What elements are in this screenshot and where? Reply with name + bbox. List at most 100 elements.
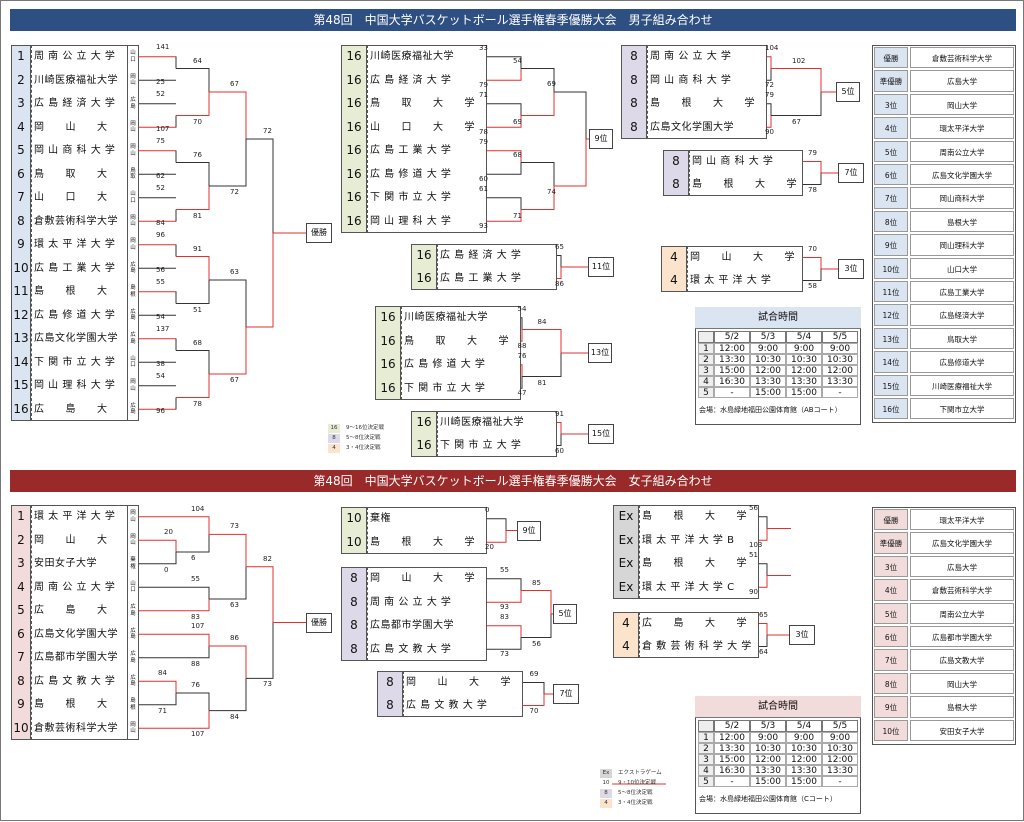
women-schedule-cell: 13:30 [714, 743, 750, 754]
women-r1-score: 107 [191, 622, 205, 631]
bracket-line [521, 68, 555, 92]
women-prefecture: 山口 [130, 580, 136, 594]
men-prefecture: 広島 [130, 97, 136, 110]
men-schedule-cell: 4 [698, 376, 714, 387]
men-c13-score: 47 [517, 389, 527, 398]
women-schedule-cell: 16:30 [714, 765, 750, 776]
men-seed: 12 [13, 307, 29, 322]
women-rank-label: 10位 [874, 719, 908, 741]
men-rank-label: 3位 [874, 93, 908, 116]
women-schedule-cell: 9:00 [822, 732, 858, 743]
men-rank-label: 8位 [874, 210, 908, 233]
men-prefecture: 広島 [130, 261, 136, 275]
women-c3-team-name: 広 島 大 学 [642, 618, 747, 629]
men-c13-result-box: 13位 [588, 343, 612, 363]
women-r1-score: 55 [191, 575, 200, 584]
men-rank-team: 周南公立大学 [910, 140, 1014, 162]
men-r1-score: 62 [156, 172, 165, 181]
women-schedule-date: 5/3 [750, 720, 786, 732]
women-schedule-cell: 13:30 [822, 765, 858, 776]
men-rank-label: 14位 [874, 351, 908, 373]
men-semi-score: 72 [263, 127, 272, 135]
bracket-line [139, 244, 177, 257]
men-r2-score: 64 [193, 56, 202, 65]
men-rank-team: 山口大学 [910, 257, 1014, 279]
bracket-line [522, 353, 562, 377]
men-rank-label: 15位 [874, 374, 908, 396]
men-c7-seed-column [663, 150, 689, 196]
women-r2-score: 84 [230, 712, 239, 721]
men-r3-score: 72 [230, 188, 239, 196]
women-prefecture: 岡山 [130, 510, 136, 523]
men-seed: 15 [13, 378, 29, 392]
men-team-name: 川崎医療福祉大学 [34, 74, 118, 86]
men-schedule-cell: 12:00 [714, 343, 750, 354]
bracket-line [803, 257, 822, 269]
bracket-line [139, 646, 210, 659]
women-team-name: 広 島 大 学 [34, 605, 139, 616]
bracket-line [557, 422, 562, 434]
women-c5-result-box: 5位 [553, 604, 577, 624]
women-legend-swatch: Ex [600, 769, 612, 778]
women-schedule-cell: 15:00 [750, 776, 786, 787]
men-c13-name-column [401, 306, 521, 400]
women-r1-score: 84 [158, 669, 167, 678]
men-r1-score: 137 [156, 324, 170, 333]
men-c16-team-name: 川崎医療福祉大学 [370, 51, 454, 62]
bracket-line [139, 680, 177, 693]
men-prefecture: 鳥取 [130, 167, 136, 181]
women-seed: 10 [13, 720, 29, 735]
men-seed: 5 [17, 143, 25, 157]
men-r1-score: 54 [156, 313, 165, 322]
women-schedule-date: 5/2 [714, 720, 750, 732]
men-c16-seed: 16 [346, 49, 362, 63]
women-schedule-cell: 12:00 [750, 754, 786, 765]
men-legend-swatch: 16 [328, 424, 340, 433]
bracket-line [521, 92, 555, 116]
bracket-line [139, 633, 210, 646]
women-seed: 7 [17, 650, 25, 664]
bracket-line [246, 233, 274, 328]
women-c7-team-name: 広 島 文 教 大 学 [406, 700, 488, 711]
men-r1-score: 96 [156, 230, 165, 239]
men-rank-team: 鳥取大学 [910, 327, 1014, 350]
men-team-name: 環 太 平 洋 大 学 [34, 239, 116, 250]
men-rank-team: 川崎医療福祉大学 [910, 374, 1014, 396]
women-c7-team-name: 岡 山 大 学 [406, 677, 511, 688]
bracket-line [557, 255, 562, 267]
men-c5-seed: 8 [630, 49, 638, 63]
men-c11-seed-column [411, 244, 437, 290]
bracket-line [803, 269, 822, 281]
women-c7-seed-column [377, 671, 403, 717]
men-seed: 2 [17, 72, 25, 87]
men-c16-score: 33 [479, 43, 488, 52]
women-c7-name-column [403, 671, 523, 717]
women-ex-team-name: 島 根 大 学 [642, 558, 747, 569]
bracket-line [487, 103, 522, 116]
women-team-name: 広 島 文 教 大 学 [34, 675, 116, 687]
bracket-line [246, 622, 274, 679]
women-seed: 2 [17, 532, 25, 547]
bracket-line [521, 186, 555, 210]
men-schedule-date: 5/4 [786, 331, 822, 343]
men-c5-score: 72 [765, 81, 774, 90]
men-r2-score: 81 [193, 211, 202, 220]
men-team-name: 鳥 取 大 学 [34, 168, 139, 180]
bracket-line [139, 516, 210, 535]
women-prefecture: 岡山 [130, 721, 136, 735]
women-prefecture: 広島 [130, 674, 136, 688]
men-rank-label: 4位 [874, 117, 908, 139]
men-schedule-cell: 12:00 [786, 365, 822, 376]
bracket-line [176, 92, 210, 116]
women-c5-seed: 8 [350, 594, 358, 609]
men-c7-name-column [689, 150, 803, 196]
women-schedule-cell: - [714, 776, 750, 787]
men-seed: 10 [13, 260, 29, 275]
women-ex-seed: Ex [618, 532, 634, 547]
women-r2-score: 76 [191, 681, 200, 689]
women-seed: 8 [17, 673, 25, 688]
women-schedule-cell: 9:00 [750, 732, 786, 743]
men-c16-seed: 16 [346, 166, 362, 181]
men-prefecture: 岡山 [130, 238, 136, 251]
bracket-line [487, 209, 522, 222]
